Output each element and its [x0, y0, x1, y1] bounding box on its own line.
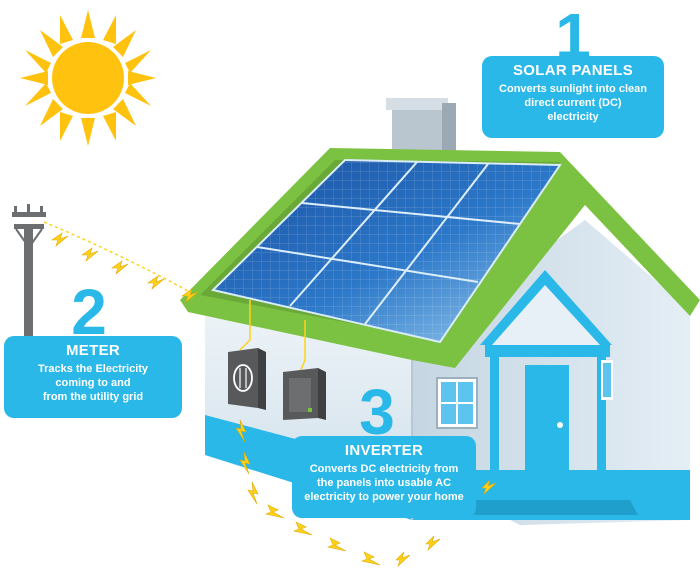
solar-panel-icon: [210, 158, 562, 344]
lightning-bolt-icon: [51, 232, 497, 568]
meter-icon: [228, 348, 266, 410]
meter-description: Tracks the Electricity coming to and fro…: [37, 363, 149, 403]
sun-icon: [20, 10, 156, 146]
meter-callout: METER Tracks the Electricity coming to a…: [4, 336, 182, 418]
porch: [462, 270, 638, 515]
step-number-3: 3: [359, 376, 395, 448]
inverter-title: INVERTER: [344, 442, 424, 459]
inverter-callout: INVERTER Converts DC electricity from th…: [292, 436, 476, 518]
chimney: [386, 98, 456, 155]
utility-wire: [43, 221, 241, 321]
side-window: [436, 377, 478, 429]
solar-panels-title: SOLAR PANELS: [513, 62, 633, 79]
utility-pole-icon: [12, 204, 46, 338]
panel-wires: [239, 300, 306, 373]
step-number-2: 2: [71, 276, 107, 348]
solar-panels-description: Converts sunlight into clean direct curr…: [499, 83, 647, 123]
inverter-icon: [283, 368, 326, 420]
meter-title: METER: [66, 342, 120, 359]
solar-panels-callout: SOLAR PANELS Converts sunlight into clea…: [482, 56, 664, 138]
inverter-description: Converts DC electricity from the panels …: [304, 463, 464, 503]
